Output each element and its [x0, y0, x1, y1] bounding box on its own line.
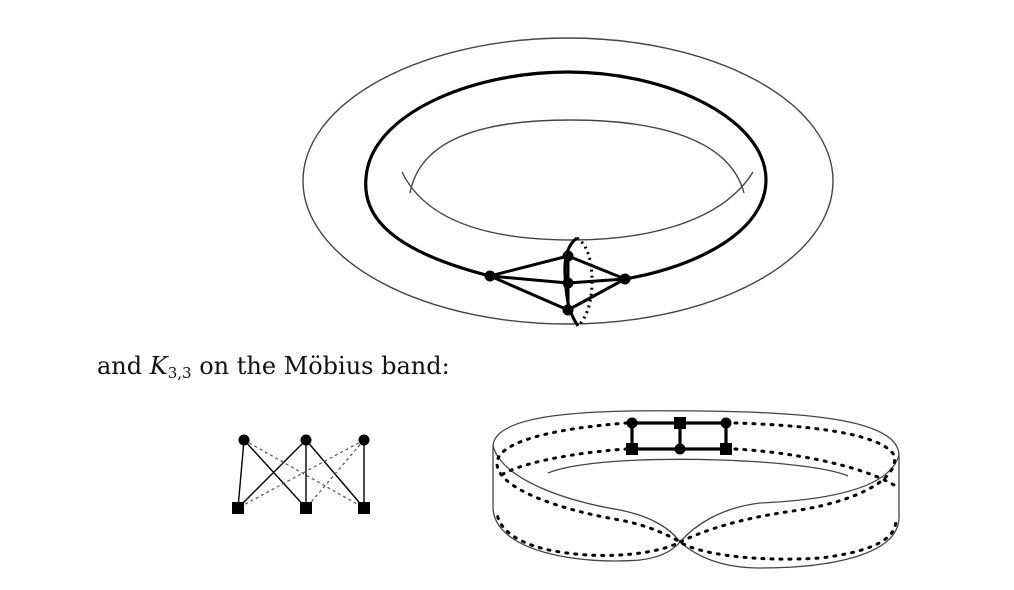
k33-circle-vertex: [358, 434, 370, 446]
caption-subscript: 3,3: [167, 364, 192, 382]
mobius-band-figure: [492, 410, 900, 569]
torus-vertex: [484, 270, 496, 282]
k33-square-vertex: [358, 502, 370, 514]
k33-dashed-edges: [237, 439, 365, 509]
k33-square-vertex: [300, 502, 312, 514]
mobius-graph-vertices: [626, 417, 732, 455]
mobius-square-vertex: [626, 443, 638, 455]
torus-graph-vertices: [484, 250, 631, 316]
caption-before: and: [97, 352, 150, 380]
mobius-outline: [492, 410, 900, 569]
caption-text: and K3,3 on the Möbius band:: [97, 352, 450, 382]
k33-square-vertex: [232, 502, 244, 514]
mobius-circle-vertex: [626, 417, 638, 429]
caption-symbol: K: [149, 352, 168, 380]
torus-figure: [302, 37, 834, 328]
mobius-square-vertex: [720, 443, 732, 455]
torus-longitude-loop: [364, 70, 768, 281]
torus-graph-edges: [489, 254, 626, 312]
torus-vertex: [562, 277, 574, 289]
torus-vertex: [619, 273, 631, 285]
caption-after: on the Möbius band:: [191, 352, 450, 380]
k33-circle-vertex: [238, 434, 250, 446]
mobius-circle-vertex: [720, 417, 732, 429]
torus-outer-outline: [302, 37, 834, 325]
torus-hole-bottom: [401, 171, 754, 241]
mobius-square-vertex: [674, 417, 686, 429]
k33-circle-vertex: [300, 434, 312, 446]
k33-graph-figure: [232, 434, 370, 514]
mobius-circle-vertex: [674, 443, 686, 455]
mobius-dotted-boundary: [495, 421, 898, 561]
torus-hole-top: [409, 119, 745, 194]
torus-vertex: [562, 250, 574, 262]
torus-vertex: [562, 304, 574, 316]
